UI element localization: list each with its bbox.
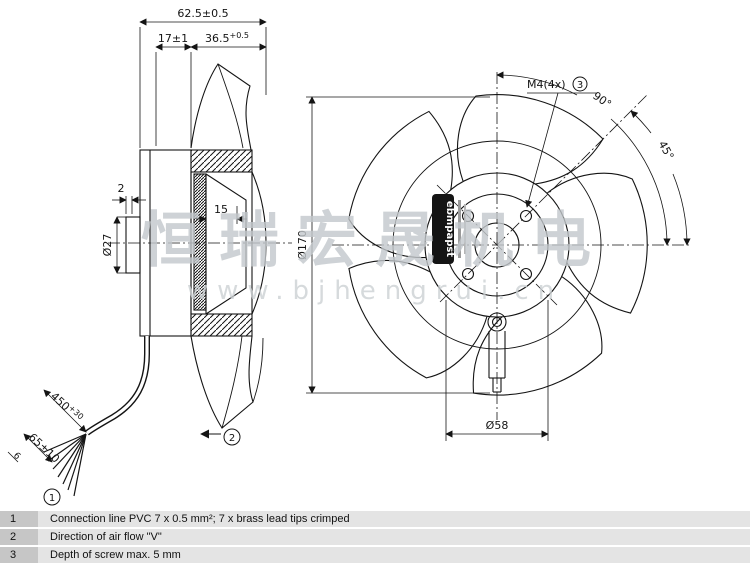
legend-row-3: 3 Depth of screw max. 5 mm [0,547,750,563]
dim-pitch-dia: Ø58 [486,419,509,432]
legend-row-1: 1 Connection line PVC 7 x 0.5 mm²; 7 x b… [0,511,750,527]
dim-total-width: 62.5±0.5 [177,7,228,20]
dim-outer-dia: Ø170 [296,230,309,260]
rotor-section [193,173,247,315]
dim-tip-length: 6 [11,451,22,462]
side-view [43,63,292,497]
screw-spec-label: M4(4x) [527,78,566,91]
legend-num-2: 2 [0,529,38,545]
legend-table: 1 Connection line PVC 7 x 0.5 mm²; 7 x b… [0,511,750,565]
dim-shaft-dia: Ø27 [101,234,114,257]
lead-wires [43,433,87,497]
screw-hole [461,267,475,281]
front-blades [322,94,674,430]
side-blades [190,63,264,429]
dim-motor-depth: 17±1 [158,32,188,45]
dim-impeller-depth: 36.5+0.5 [205,31,249,45]
dim-cable-length: 450+30 [48,389,85,425]
svg-text:2: 2 [229,433,235,444]
rotor-bell [251,171,267,315]
side-view-dimensions [7,18,267,463]
legend-row-2: 2 Direction of air flow "V" [0,529,750,545]
hub-flange-sections [190,149,253,337]
front-view-dimensions [306,71,691,441]
callout-screw: 3 [572,76,588,92]
front-view [322,72,690,430]
brand-text: ebmpapst [444,201,455,257]
fan-technical-drawing: 62.5±0.5 17±1 36.5+0.5 15 2 Ø27 450+30 6… [7,7,691,506]
legend-text-3: Depth of screw max. 5 mm [50,549,181,561]
dim-step: 2 [118,182,125,195]
legend-num-3: 3 [0,547,38,563]
screw-hole [519,267,533,281]
screw-hole [519,209,533,223]
svg-text:3: 3 [577,80,583,91]
angle-90-label: 90° [590,89,613,111]
inlet-ring [392,140,602,350]
svg-text:1: 1 [49,493,55,504]
dim-hub-depth: 15 [214,203,228,216]
cable-gland [487,312,507,393]
angle-45-label: 45° [656,139,677,162]
screw-hole [461,209,475,223]
brand-label [432,194,466,264]
callout-cable: 1 [43,488,61,506]
connection-cable [43,336,150,497]
front-centerlines [332,72,690,420]
callout-airflow: 2 [200,428,241,446]
dim-strip-length: 65±10 [26,431,62,466]
legend-text-1: Connection line PVC 7 x 0.5 mm²; 7 x bra… [50,513,350,525]
legend-text-2: Direction of air flow "V" [50,531,162,543]
legend-num-1: 1 [0,511,38,527]
